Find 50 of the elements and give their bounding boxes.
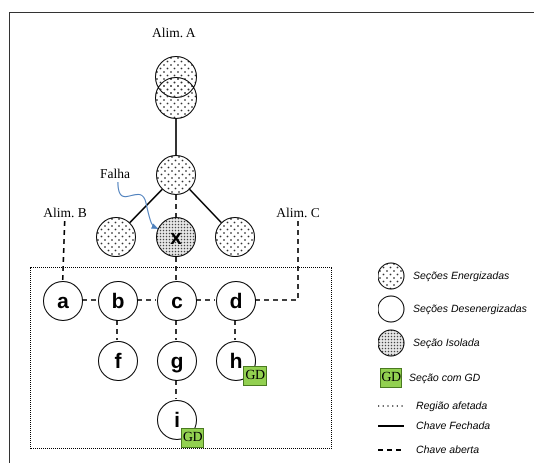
section-circle	[215, 217, 255, 257]
switch-line	[175, 257, 177, 280]
section-letter: b	[112, 290, 124, 312]
feeder-label: Falha	[94, 165, 136, 182]
section-circle	[98, 281, 138, 321]
section-letter: a	[57, 290, 69, 312]
legend-text: Seções Desenergizadas	[413, 303, 527, 315]
section-circle	[216, 281, 256, 321]
switch-line	[175, 380, 177, 399]
switch-line	[234, 320, 236, 340]
switch-line	[175, 320, 177, 340]
section-circle	[98, 341, 138, 381]
switch-line	[82, 299, 97, 301]
section-circle	[43, 281, 83, 321]
section-letter: i	[174, 410, 180, 430]
section-letter: x	[170, 226, 182, 248]
switch-line	[175, 195, 177, 217]
legend-text: Região afetada	[416, 400, 488, 412]
switch-line	[116, 320, 118, 340]
legend-text: Seção Isolada	[413, 337, 480, 349]
feeder-label: Alim. B	[36, 204, 94, 221]
feeder-label: Alim. A	[152, 25, 196, 41]
affected-region	[30, 267, 332, 449]
switch-line	[62, 220, 66, 280]
fault-arrow	[117, 182, 158, 230]
gd-tag: GD	[243, 366, 267, 386]
legend-text: Chave aberta	[416, 444, 480, 456]
section-circle	[156, 155, 196, 195]
gd-tag: GD	[181, 428, 204, 448]
section-circle	[96, 217, 136, 257]
legend-text: Seção com GD	[409, 372, 480, 384]
section-letter: f	[114, 350, 122, 372]
legend-text: Chave Fechada	[416, 420, 490, 432]
switch-line	[129, 188, 163, 224]
switch-line	[175, 119, 177, 155]
switch-line	[137, 299, 156, 301]
switch-line	[196, 299, 215, 301]
switch-line	[189, 188, 222, 224]
feeder-label: Alim. C	[269, 204, 327, 221]
section-circle	[157, 341, 197, 381]
section-circle	[157, 281, 197, 321]
section-letter: g	[170, 350, 184, 372]
section-letter: c	[171, 290, 183, 312]
section-letter: d	[230, 290, 242, 312]
section-letter: h	[230, 350, 242, 372]
section-circle	[155, 77, 197, 119]
section-circle	[156, 217, 196, 257]
legend-text: Seções Energizadas	[413, 270, 510, 282]
legend-swatch: GD	[380, 368, 402, 388]
switch-line	[255, 221, 299, 301]
